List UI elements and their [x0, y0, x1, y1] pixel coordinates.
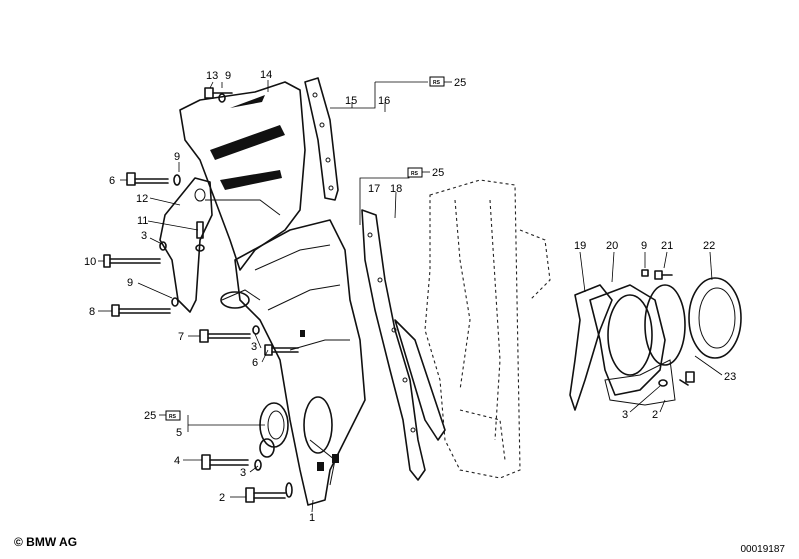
label-6: 6 — [109, 175, 115, 187]
label-8: 8 — [89, 306, 95, 318]
label-3: 3 — [622, 409, 628, 421]
engine-block-outline — [424, 179, 551, 479]
label-25: 25 — [144, 410, 156, 422]
svg-text:RS: RS — [411, 171, 419, 177]
label-9: 9 — [127, 277, 133, 289]
label-21: 21 — [661, 240, 673, 252]
label-6: 6 — [252, 357, 258, 369]
label-7: 7 — [178, 331, 184, 343]
label-14: 14 — [260, 69, 272, 81]
label-9: 9 — [174, 151, 180, 163]
label-1: 1 — [309, 512, 315, 524]
label-2: 2 — [219, 492, 225, 504]
copyright-notice: © BMW AG — [14, 535, 78, 549]
label-3: 3 — [240, 467, 246, 479]
label-9: 9 — [641, 240, 647, 252]
label-2: 2 — [652, 409, 658, 421]
repair-kit-badge-icon: RS — [159, 410, 189, 432]
timing-case-cover — [234, 219, 366, 506]
label-3: 3 — [251, 341, 257, 353]
label-13: 13 — [206, 70, 218, 82]
label-12: 12 — [136, 193, 148, 205]
upper-timing-housing — [179, 81, 306, 309]
svg-text:RS: RS — [169, 414, 177, 420]
repair-kit-badge-icon: RS — [407, 167, 430, 178]
label-11: 11 — [137, 215, 148, 227]
bracket — [159, 177, 213, 313]
upper-gasket — [304, 77, 339, 201]
label-22: 22 — [703, 240, 715, 252]
label-16: 16 — [378, 95, 390, 107]
rear-parts — [569, 269, 742, 411]
label-4: 4 — [174, 455, 180, 467]
label-9: 9 — [225, 70, 231, 82]
label-15: 15 — [345, 95, 357, 107]
shaft-seal — [259, 402, 289, 458]
label-10: 10 — [84, 256, 96, 268]
label-17: 17 — [368, 183, 380, 195]
label-3: 3 — [141, 230, 147, 242]
label-25: 25 — [432, 167, 444, 179]
diagram-id: 00019187 — [740, 544, 786, 555]
svg-text:RS: RS — [433, 80, 441, 86]
label-23: 23 — [724, 371, 736, 383]
label-20: 20 — [606, 240, 618, 252]
part-labels: 13 9 14 25 15 16 25 17 18 9 6 12 11 3 10… — [84, 69, 736, 524]
label-19: 19 — [574, 240, 586, 252]
label-5: 5 — [176, 427, 182, 439]
label-18: 18 — [390, 183, 402, 195]
bolts-left — [103, 87, 299, 503]
repair-kit-badge-icon: RS — [429, 76, 452, 87]
lower-gasket — [361, 209, 446, 481]
leader-lines — [98, 80, 723, 513]
label-25: 25 — [454, 77, 466, 89]
